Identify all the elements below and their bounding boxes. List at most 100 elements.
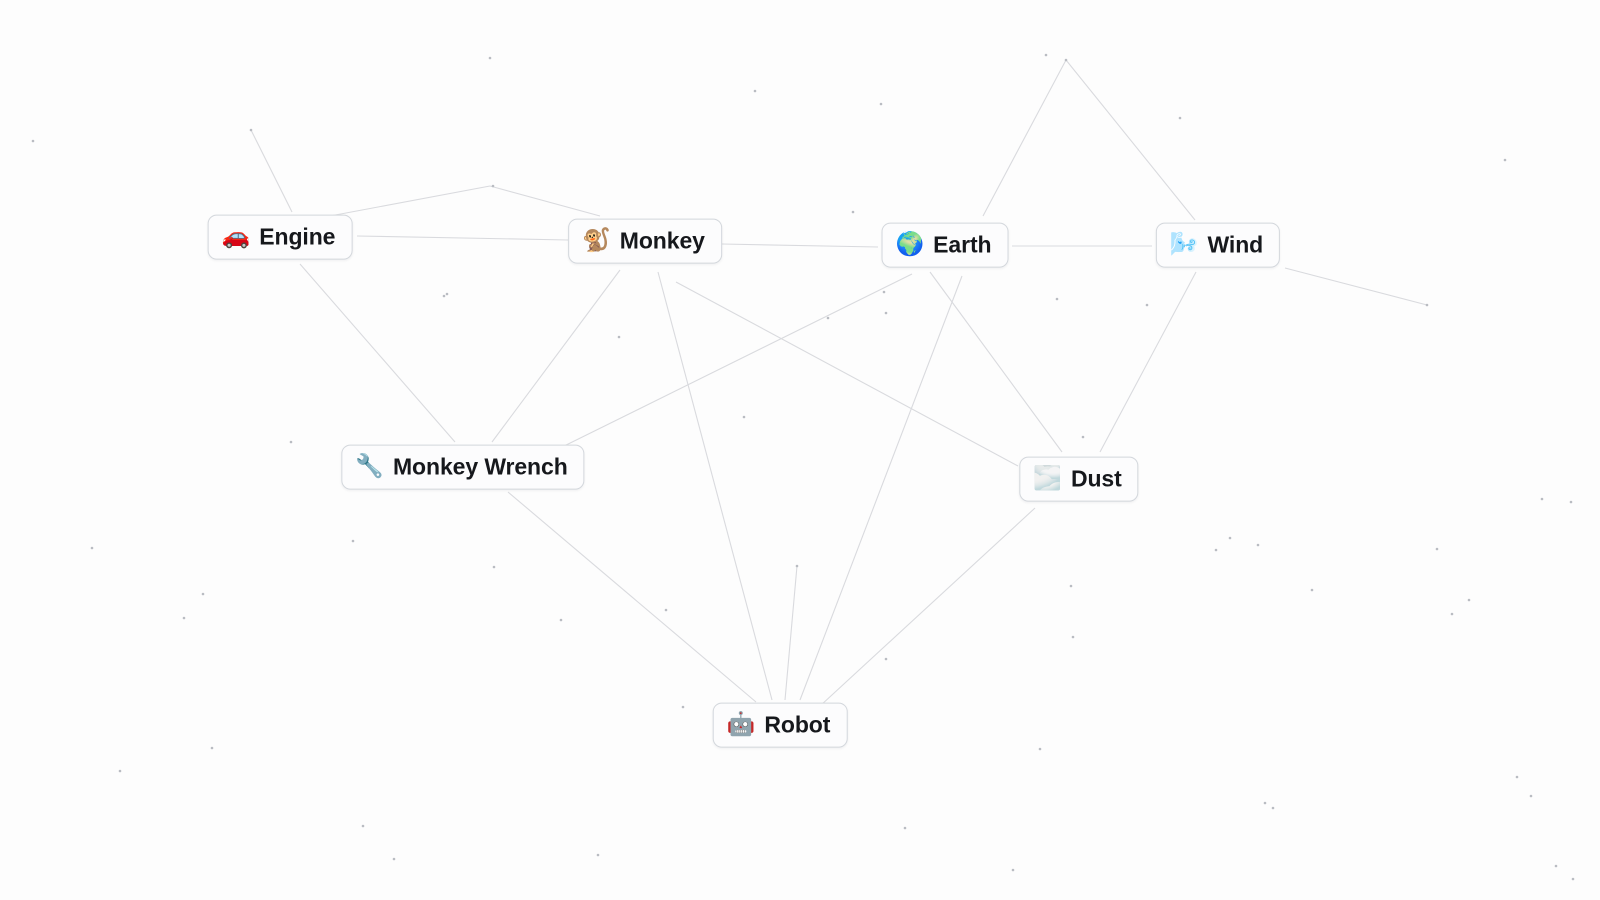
background-particle-dot: [1529, 794, 1533, 798]
background-particle-dot: [884, 311, 888, 315]
graph-node-earth[interactable]: 🌍 Earth: [881, 222, 1009, 268]
graph-node-monkey-wrench[interactable]: 🔧 Monkey Wrench: [341, 444, 585, 490]
graph-node-robot[interactable]: 🤖 Robot: [712, 702, 848, 748]
graph-edge: [784, 565, 798, 701]
graph-edge: [551, 273, 913, 453]
graph-edge: [356, 235, 569, 241]
background-particle-dot: [118, 769, 122, 773]
background-particle-dot: [884, 657, 888, 661]
background-particle-dot: [879, 102, 883, 106]
background-particle-dot: [795, 564, 799, 568]
graph-node-wind[interactable]: 🌬️Wind: [1155, 222, 1281, 268]
background-particle-dot: [681, 705, 685, 709]
background-particle-dot: [90, 546, 94, 550]
background-particle-dot: [1256, 543, 1260, 547]
background-particle-dot: [753, 89, 757, 93]
background-particle-dot: [1571, 877, 1575, 881]
graph-node-label: Monkey: [619, 227, 705, 254]
background-particle-dot: [1044, 53, 1048, 57]
graph-edge: [721, 243, 879, 248]
graph-node-label: Earth: [933, 231, 992, 258]
background-particle-dot: [1569, 500, 1573, 504]
graph-edge: [657, 271, 773, 701]
background-particle-dot: [1178, 116, 1182, 120]
wind-face-icon: 🌬️: [1169, 231, 1199, 258]
edges-group: [250, 59, 1428, 707]
background-particle-dot: [826, 316, 830, 320]
graph-edge: [819, 507, 1036, 707]
background-particle-dot: [491, 184, 495, 188]
background-particle-dot: [1263, 801, 1267, 805]
background-particle-dot: [249, 128, 253, 132]
background-particle-dot: [664, 608, 668, 612]
background-particle-dot: [882, 290, 886, 294]
graph-edge: [299, 263, 456, 443]
background-particle-dot: [1554, 864, 1558, 868]
background-particle-dot: [1145, 303, 1149, 307]
graph-edge: [929, 271, 1063, 453]
graph-node-label: Monkey Wrench: [392, 453, 568, 480]
graph-node-label: Dust: [1070, 465, 1122, 492]
background-particle-dot: [182, 616, 186, 620]
graph-edge: [491, 269, 621, 443]
background-particle-dot: [1450, 612, 1454, 616]
graph-edge: [250, 129, 293, 213]
earth-globe-icon: 🌍: [895, 231, 925, 258]
background-particle-dot: [1069, 584, 1073, 588]
graph-node-label: Robot: [764, 711, 831, 738]
graph-edge: [329, 185, 491, 217]
background-particle-dot: [1271, 806, 1275, 810]
background-particle-dot: [1467, 598, 1471, 602]
background-particle-dot: [1425, 303, 1429, 307]
graph-edge: [507, 491, 757, 703]
background-particle-dot: [903, 826, 907, 830]
graph-edge: [1065, 59, 1196, 221]
background-particle-dot: [1071, 635, 1075, 639]
background-particle-dot: [210, 746, 214, 750]
fog-waves-icon: 🌫️: [1033, 465, 1062, 492]
background-particle-dot: [392, 857, 396, 861]
background-particle-dot: [1540, 497, 1544, 501]
monkey-icon: 🐒: [582, 227, 611, 254]
background-particle-dot: [851, 210, 855, 214]
graph-node-dust[interactable]: 🌫️ Dust: [1019, 456, 1139, 502]
background-particle-dot: [201, 592, 205, 596]
background-particle-dot: [1055, 297, 1059, 301]
background-particle-dot: [1081, 435, 1085, 439]
red-car-icon: 🚗: [221, 223, 251, 250]
background-particle-dot: [1011, 868, 1015, 872]
graph-node-engine[interactable]: 🚗 Engine: [207, 214, 353, 260]
graph-edge: [489, 185, 601, 217]
graph-node-monkey[interactable]: 🐒 Monkey: [568, 218, 722, 264]
background-particle-dot: [617, 335, 621, 339]
graph-edge: [675, 281, 1019, 467]
background-particle-dot: [445, 292, 449, 296]
graph-node-label: Engine: [259, 223, 336, 250]
background-particle-dot: [351, 539, 355, 543]
robot-face-icon: 🤖: [726, 711, 756, 738]
background-particle-dot: [596, 853, 600, 857]
background-particle-dot: [488, 56, 492, 60]
background-particle-dot: [1214, 548, 1218, 552]
particles-group: [31, 53, 1575, 881]
background-particle-dot: [289, 440, 293, 444]
background-particle-dot: [361, 824, 365, 828]
background-particle-dot: [1435, 547, 1439, 551]
graph-edge: [1099, 271, 1197, 453]
background-particle-dot: [1503, 158, 1507, 162]
background-particle-dot: [31, 139, 35, 143]
background-particle-dot: [442, 294, 446, 298]
background-particle-dot: [1064, 58, 1068, 62]
graph-edge: [982, 59, 1067, 217]
wrench-icon: 🔧: [355, 453, 384, 480]
background-particle-dot: [1038, 747, 1042, 751]
background-particle-dot: [1310, 588, 1314, 592]
graph-edge: [799, 275, 963, 701]
graph-edge: [1284, 267, 1428, 306]
background-particle-dot: [1515, 775, 1519, 779]
background-particle-dot: [559, 618, 563, 622]
background-particle-dot: [492, 565, 496, 569]
background-particle-dot: [1228, 536, 1232, 540]
